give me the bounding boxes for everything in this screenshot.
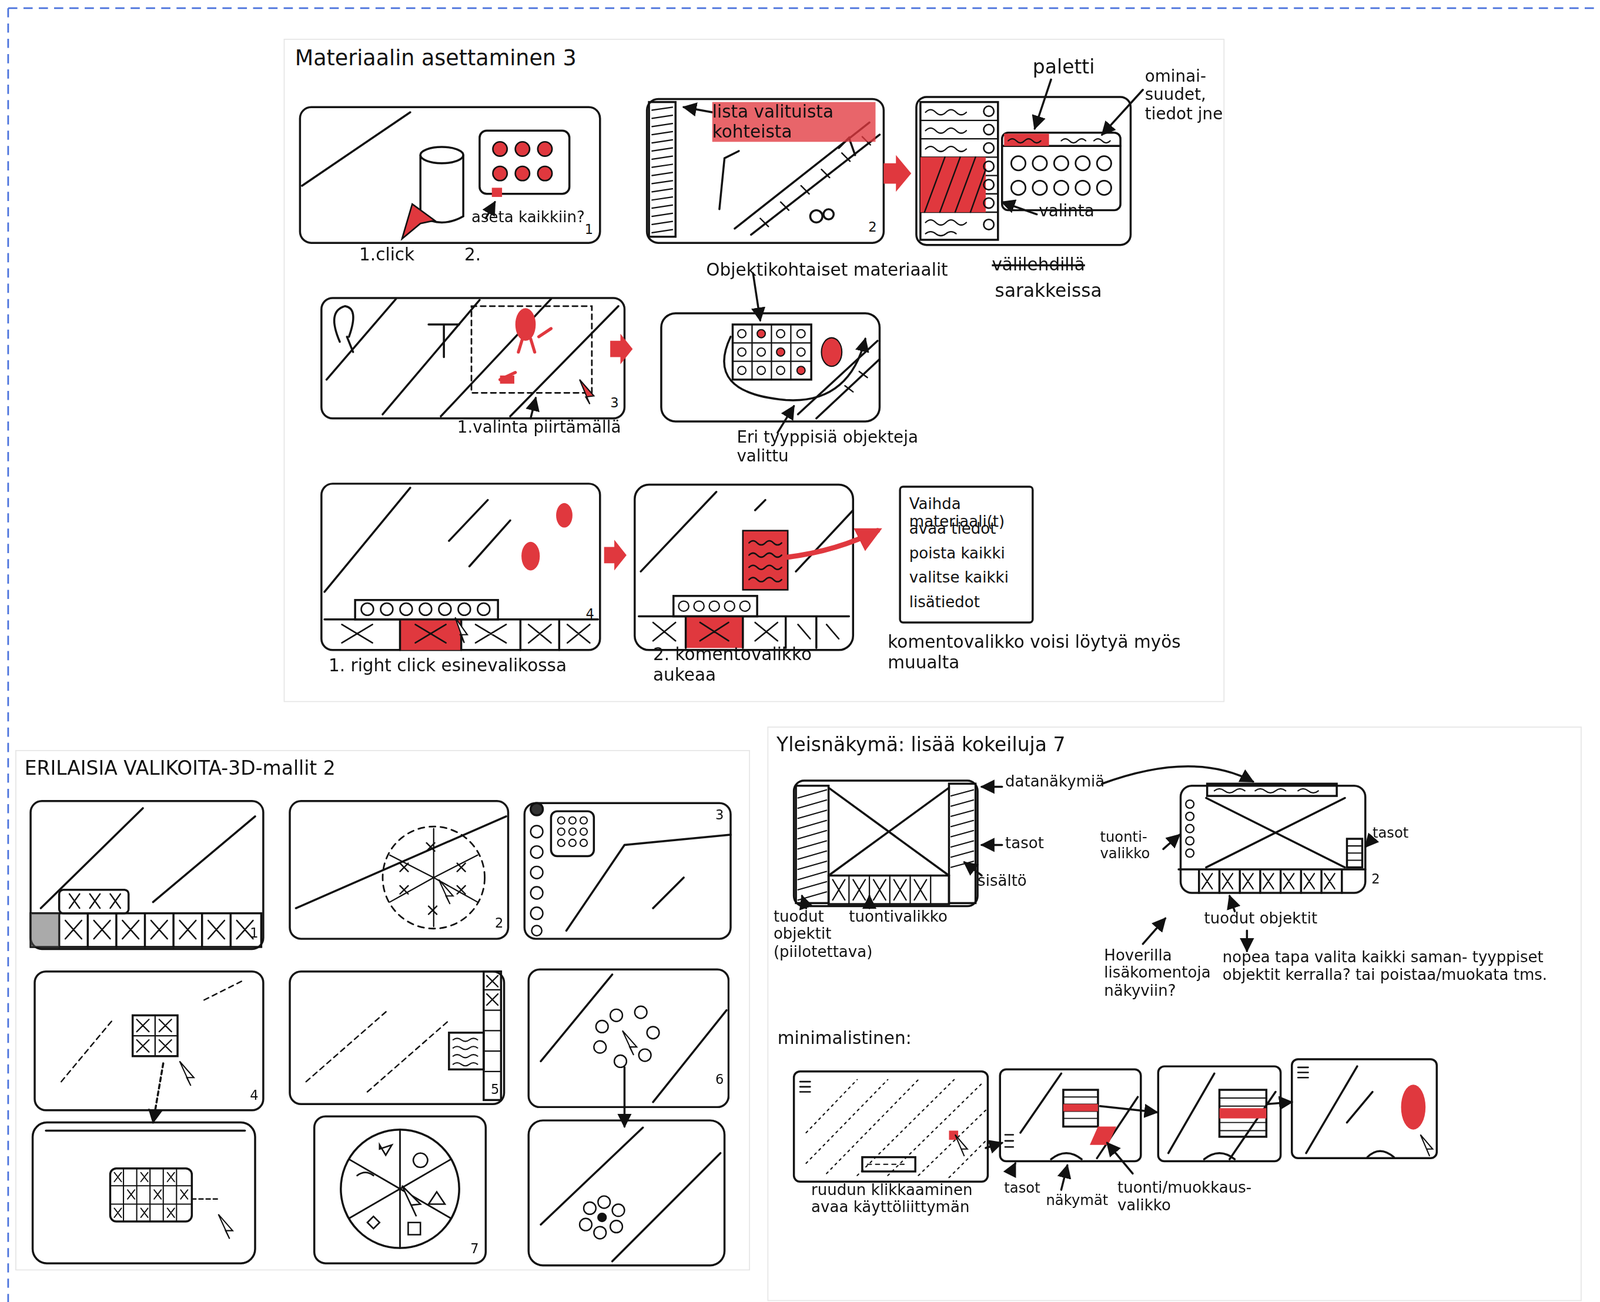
annotation: lista valituista kohteista — [712, 102, 876, 143]
sketch-frame: 1 — [29, 800, 264, 950]
sheet-title: ERILAISIA VALIKOITA-3D-mallit 2 — [24, 757, 336, 780]
annotation: 1. right click esinevalikossa — [328, 655, 635, 676]
annotation: tuonti- valikko — [1099, 828, 1172, 862]
menu-item: poista kaikki — [909, 544, 1034, 563]
callout-number: 3 — [610, 396, 625, 412]
sketch-frame: 2 — [1179, 784, 1367, 895]
callout-number: 2 — [1371, 872, 1386, 888]
callout-number: 3 — [715, 808, 730, 824]
sketch-frame: 4 — [33, 970, 264, 1112]
annotation: Hoverilla lisäkomentoja näkyviin? — [1103, 946, 1227, 1000]
annotation: näkymät — [1045, 1192, 1118, 1209]
annotation: Objektikohtaiset materiaalit — [705, 260, 992, 281]
annotation: datanäkymiä — [1005, 773, 1128, 792]
annotation: nopea tapa valita kaikki saman- tyyppise… — [1222, 948, 1550, 984]
callout-number: 5 — [490, 1082, 505, 1099]
command-menu: Vaihda materiaali(t)avaa tiedotpoista ka… — [898, 485, 1034, 624]
menu-item: valitse kaikki — [909, 569, 1034, 588]
annotation: komentovalikko voisi löytyä myös muualta — [887, 632, 1204, 673]
sheet-title: Yleisnäkymä: lisää kokeiluja 7 — [776, 733, 1066, 756]
callout-number: 6 — [715, 1072, 730, 1089]
sketch-frame: 4 — [320, 482, 601, 651]
annotation: tuodut objektit — [1203, 910, 1357, 929]
sketch-frame: 2 — [288, 800, 510, 940]
annotation: aseta kaikkiin? — [471, 209, 605, 227]
annotation: tuonti/muokkaus- valikko — [1117, 1179, 1240, 1215]
sketch-frame: 7 — [313, 1115, 487, 1264]
callout-number: 2 — [494, 916, 510, 932]
callout-number: 1 — [249, 926, 264, 942]
annotation: tasot — [1005, 834, 1067, 853]
callout-number: 4 — [585, 607, 600, 623]
sketch-frame: 5 — [288, 970, 505, 1106]
annotation: minimalistinen: — [777, 1028, 982, 1049]
annotation: tuodut objektit (piilotettava) — [773, 908, 856, 962]
annotation: valinta — [1038, 202, 1121, 222]
callout-number: 2 — [868, 220, 883, 236]
annotation: 1.valinta piirtämällä — [457, 418, 662, 438]
callout-number: 7 — [470, 1242, 485, 1258]
sketch-frame: 6 — [527, 968, 731, 1109]
page-border — [8, 8, 1600, 1302]
annotation: tuontivalikko — [848, 908, 972, 926]
menu-item: lisätiedot — [909, 593, 1034, 612]
annotation: ruudun klikkaaminen avaa käyttöliittymän — [811, 1181, 1006, 1217]
annotation: välilehdillä — [991, 255, 1145, 276]
annotation: paletti — [1032, 55, 1115, 79]
annotation: sarakkeissa — [995, 280, 1148, 302]
sketch-sheet: ERILAISIA VALIKOITA-3D-mallit 2 1 2 3 4 5 6 7 — [15, 750, 751, 1271]
callout-number: 1 — [584, 222, 599, 238]
menu-item: avaa tiedot — [909, 520, 1034, 538]
annotation: 2. — [464, 245, 495, 266]
sketch-frame: 3 — [523, 801, 732, 940]
annotation: 2. komentovalikko aukeaa — [653, 644, 858, 685]
sheet-title: Materiaalin asettaminen 3 — [295, 45, 577, 71]
annotation: 1.click — [359, 245, 441, 266]
callout-number: 4 — [249, 1088, 264, 1104]
annotation: tasot — [1372, 824, 1434, 842]
annotation: ominai- suudet, tiedot jne — [1145, 67, 1227, 125]
annotation: Eri tyyppisiä objekteja valittu — [736, 428, 941, 467]
sketch-frame: 3 — [320, 296, 626, 420]
annotation: sisältö — [977, 872, 1050, 890]
